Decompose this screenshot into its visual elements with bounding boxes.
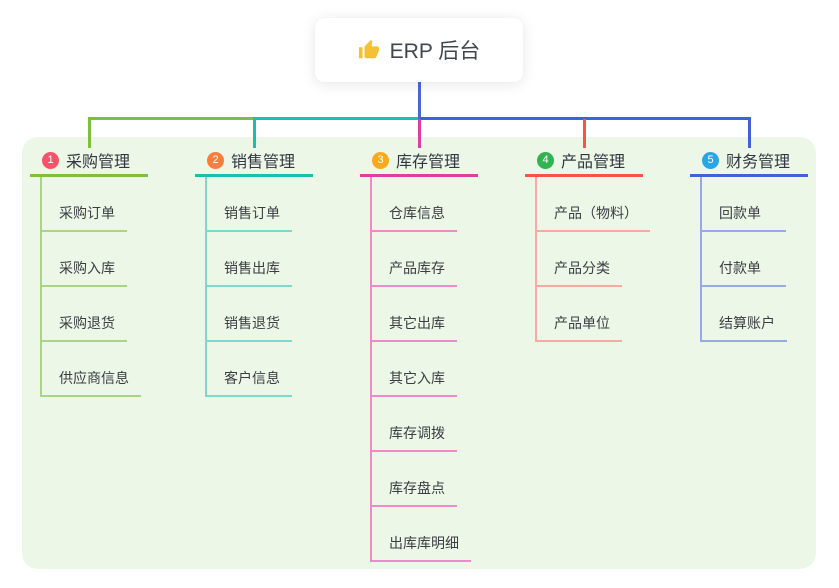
branch-children: 回款单付款单结算账户 bbox=[700, 177, 787, 342]
child-label: 采购入库 bbox=[59, 260, 115, 276]
child-node[interactable]: 销售订单 bbox=[207, 177, 292, 232]
child-node[interactable]: 销售出库 bbox=[207, 232, 292, 287]
branch-children: 产品（物料） 产品分类产品单位 bbox=[535, 177, 650, 342]
branch-children: 销售订单销售出库销售退货客户信息 bbox=[205, 177, 292, 397]
thumbs-up-icon bbox=[358, 39, 380, 61]
child-node[interactable]: 产品（物料） bbox=[537, 177, 650, 232]
child-label: 销售出库 bbox=[224, 260, 280, 276]
child-node[interactable]: 产品单位 bbox=[537, 287, 622, 342]
branch-index-badge: 2 bbox=[207, 151, 224, 169]
branch-5: 5 财务管理回款单付款单结算账户 bbox=[690, 150, 808, 342]
child-label: 供应商信息 bbox=[59, 370, 129, 386]
child-label: 产品单位 bbox=[554, 315, 610, 331]
child-node[interactable]: 其它入库 bbox=[372, 342, 457, 397]
root-node-label: ERP 后台 bbox=[389, 40, 481, 63]
child-label: 采购退货 bbox=[59, 315, 115, 331]
connector-h-branch-5 bbox=[417, 117, 751, 120]
root-node[interactable]: ERP 后台 bbox=[315, 18, 523, 82]
child-label: 库存盘点 bbox=[389, 480, 445, 496]
branch-index-badge: 5 bbox=[702, 151, 719, 169]
child-label: 产品（物料） bbox=[554, 205, 638, 221]
connector-h-branch-2 bbox=[252, 117, 421, 120]
branch-label: 财务管理 bbox=[726, 154, 791, 171]
child-node[interactable]: 回款单 bbox=[702, 177, 786, 232]
branches-panel bbox=[22, 137, 816, 569]
child-label: 客户信息 bbox=[224, 370, 280, 386]
child-node[interactable]: 采购退货 bbox=[42, 287, 127, 342]
connector-drop-branch-5 bbox=[747, 119, 751, 148]
connector-drop-branch-3 bbox=[417, 119, 421, 148]
child-node[interactable]: 出库库明细 bbox=[372, 507, 471, 562]
child-label: 付款单 bbox=[719, 260, 761, 276]
child-node[interactable]: 产品分类 bbox=[537, 232, 622, 287]
branch-node-4[interactable]: 4 产品管理 bbox=[525, 150, 643, 177]
child-node[interactable]: 销售退货 bbox=[207, 287, 292, 342]
child-node[interactable]: 供应商信息 bbox=[42, 342, 141, 397]
child-label: 其它入库 bbox=[389, 370, 445, 386]
child-node[interactable]: 库存调拨 bbox=[372, 397, 457, 452]
child-label: 产品分类 bbox=[554, 260, 610, 276]
connector-drop-branch-1 bbox=[87, 119, 91, 148]
child-label: 销售退货 bbox=[224, 315, 280, 331]
child-node[interactable]: 产品库存 bbox=[372, 232, 457, 287]
child-label: 仓库信息 bbox=[389, 205, 445, 221]
child-label: 产品库存 bbox=[389, 260, 445, 276]
branch-children: 仓库信息产品库存其它出库其它入库库存调拨库存盘点出库库明细 bbox=[370, 177, 471, 562]
child-node[interactable]: 库存盘点 bbox=[372, 452, 457, 507]
branch-label: 采购管理 bbox=[66, 154, 131, 171]
child-label: 库存调拨 bbox=[389, 425, 445, 441]
branch-label: 库存管理 bbox=[396, 154, 461, 171]
branch-2: 2 销售管理销售订单销售出库销售退货客户信息 bbox=[195, 150, 313, 397]
branch-index-badge: 1 bbox=[42, 151, 59, 169]
child-node[interactable]: 付款单 bbox=[702, 232, 786, 287]
branch-label: 产品管理 bbox=[561, 154, 626, 171]
branch-node-3[interactable]: 3 库存管理 bbox=[360, 150, 478, 177]
branch-node-5[interactable]: 5 财务管理 bbox=[690, 150, 808, 177]
child-node[interactable]: 仓库信息 bbox=[372, 177, 457, 232]
branch-4: 4 产品管理产品（物料） 产品分类产品单位 bbox=[525, 150, 650, 342]
connector-drop-branch-4 bbox=[582, 119, 586, 148]
child-node[interactable]: 采购入库 bbox=[42, 232, 127, 287]
branch-label: 销售管理 bbox=[231, 154, 296, 171]
child-label: 出库库明细 bbox=[389, 535, 459, 551]
child-label: 采购订单 bbox=[59, 205, 115, 221]
child-node[interactable]: 客户信息 bbox=[207, 342, 292, 397]
branch-index-badge: 3 bbox=[372, 151, 389, 169]
branch-3: 3 库存管理仓库信息产品库存其它出库其它入库库存调拨库存盘点出库库明细 bbox=[360, 150, 478, 562]
connector-drop-branch-2 bbox=[252, 119, 256, 148]
branch-1: 1 采购管理采购订单采购入库采购退货供应商信息 bbox=[30, 150, 148, 397]
child-node[interactable]: 采购订单 bbox=[42, 177, 127, 232]
branch-node-1[interactable]: 1 采购管理 bbox=[30, 150, 148, 177]
child-label: 销售订单 bbox=[224, 205, 280, 221]
branch-index-badge: 4 bbox=[537, 151, 554, 169]
connector-root-drop bbox=[417, 81, 421, 119]
branch-node-2[interactable]: 2 销售管理 bbox=[195, 150, 313, 177]
child-label: 结算账户 bbox=[719, 315, 775, 331]
child-label: 其它出库 bbox=[389, 315, 445, 331]
child-node[interactable]: 其它出库 bbox=[372, 287, 457, 342]
branch-children: 采购订单采购入库采购退货供应商信息 bbox=[40, 177, 141, 397]
child-node[interactable]: 结算账户 bbox=[702, 287, 787, 342]
child-label: 回款单 bbox=[719, 205, 761, 221]
